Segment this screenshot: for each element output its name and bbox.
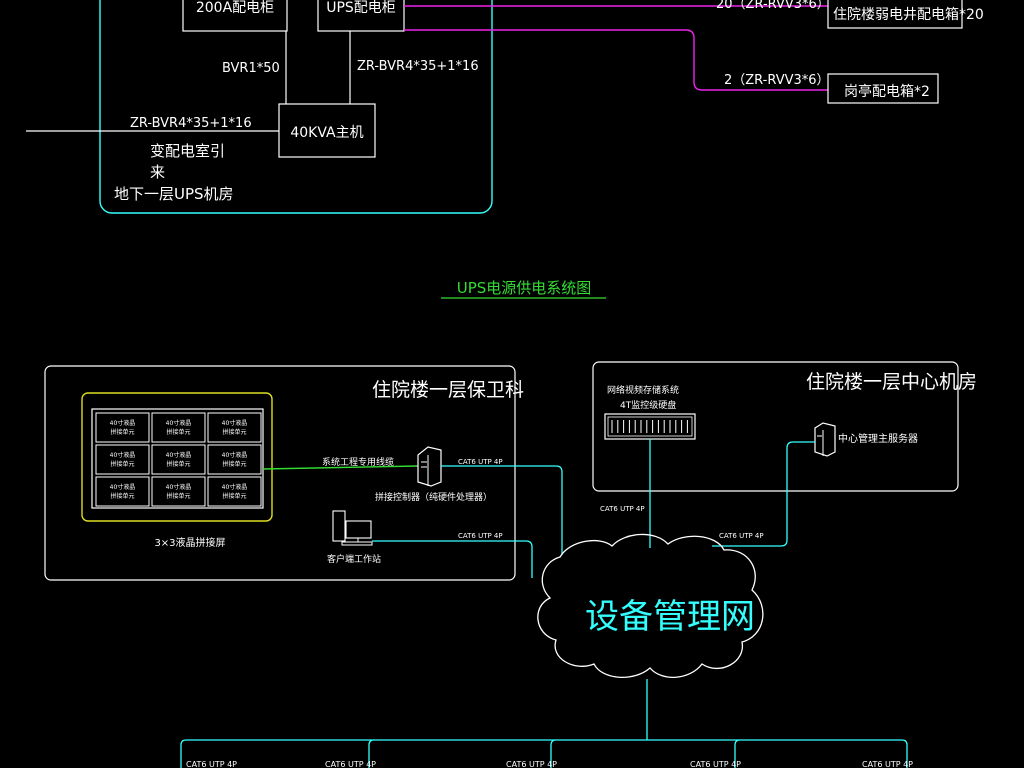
video-wall-cell <box>95 444 150 475</box>
bottom-cable-label: CAT6 UTP 4P <box>506 760 557 768</box>
video-wall-cell-label: 拼接单元 <box>222 492 246 500</box>
video-wall-cell-label: 40寸液晶 <box>222 451 248 459</box>
splice-controller-label: 拼接控制器（纯硬件处理器） <box>375 491 492 503</box>
ups-room-label: 地下一层UPS机房 <box>114 185 234 203</box>
box-guard-post <box>827 73 939 104</box>
video-wall-cell-label: 拼接单元 <box>110 492 134 500</box>
host-40kva-label: 40KVA主机 <box>290 125 363 141</box>
video-wall-cell <box>151 444 206 475</box>
network-cloud-shape <box>537 533 764 679</box>
video-wall-cell-label: 40寸液晶 <box>166 483 192 491</box>
cable-zr-right-label: ZR-BVR4*35+1*16 <box>357 59 479 74</box>
source-label-line1: 变配电室引 <box>150 142 225 160</box>
video-wall-cell <box>95 476 150 507</box>
bottom-cable-label: CAT6 UTP 4P <box>325 760 376 768</box>
video-wall-cell-label: 拼接单元 <box>110 428 134 436</box>
video-wall-grid: 40寸液晶拼接单元40寸液晶拼接单元40寸液晶拼接单元40寸液晶拼接单元40寸液… <box>95 412 262 507</box>
server-icon <box>814 422 836 457</box>
video-wall-cell-label: 拼接单元 <box>222 460 246 468</box>
workstation-label: 客户端工作站 <box>327 553 381 565</box>
video-wall-cell-label: 拼接单元 <box>166 460 190 468</box>
video-wall-cell-label: 拼接单元 <box>166 492 190 500</box>
cable-cat6-label-3: CAT6 UTP 4P <box>600 505 645 513</box>
panel-200a-label: 200A配电柜 <box>196 0 274 16</box>
panel-ups-box <box>317 0 405 32</box>
video-wall-cell-label: 40寸液晶 <box>222 419 248 427</box>
source-label-line2: 来 <box>150 163 165 181</box>
server-label: 中心管理主服务器 <box>838 432 918 445</box>
dedicated-line-label: 系统工程专用线缆 <box>322 456 394 468</box>
feeder-guard-post <box>404 29 828 91</box>
video-wall-cell-label: 40寸液晶 <box>166 419 192 427</box>
center-room-label: 住院楼一层中心机房 <box>806 371 977 393</box>
video-wall-cell-label: 40寸液晶 <box>110 483 136 491</box>
video-wall-cell-label: 40寸液晶 <box>222 483 248 491</box>
cable-zr-left-label: ZR-BVR4*35+1*16 <box>130 116 252 131</box>
video-wall-cell-label: 40寸液晶 <box>110 419 136 427</box>
splice-controller-icon <box>417 446 442 487</box>
video-wall-label: 3×3液晶拼接屏 <box>154 536 225 549</box>
security-room-frame <box>44 365 516 581</box>
bottom-cable-labels: CAT6 UTP 4P CAT6 UTP 4P CAT6 UTP 4P CAT6 UT… <box>186 760 913 768</box>
storage-label-line2: 4T监控级硬盘 <box>620 399 676 411</box>
video-wall-cell-label: 拼接单元 <box>110 460 134 468</box>
green-link-wall-controller <box>262 465 419 470</box>
ups-diagram-title: UPS电源供电系统图 <box>457 279 592 297</box>
video-wall-cell <box>151 476 206 507</box>
video-wall-frame <box>81 392 273 522</box>
bottom-cable-label: CAT6 UTP 4P <box>862 760 913 768</box>
bottom-cable-label: CAT6 UTP 4P <box>690 760 741 768</box>
cable-bvr-label: BVR1*50 <box>222 61 280 76</box>
ups-room-frame <box>99 0 493 214</box>
video-wall-cell <box>207 476 262 507</box>
security-room-label: 住院楼一层保卫科 <box>372 379 524 401</box>
panel-200a-box <box>182 0 288 32</box>
video-wall-cell <box>207 444 262 475</box>
cable-cat6-label-2: CAT6 UTP 4P <box>458 532 503 540</box>
cable-20-label: 20（ZR-RVV3*6） <box>716 0 830 12</box>
video-wall-cell-label: 40寸液晶 <box>110 451 136 459</box>
cyan-link-controller <box>441 465 563 555</box>
box-weak-current-label: 住院楼弱电井配电箱*20 <box>833 7 984 23</box>
video-wall-cell-label: 拼接单元 <box>222 428 246 436</box>
workstation-icon <box>332 510 373 546</box>
video-wall-screen <box>91 408 264 509</box>
network-cloud-label: 设备管理网 <box>585 597 755 637</box>
box-weak-current <box>827 0 963 29</box>
storage-array-icon <box>604 413 696 440</box>
video-wall-cell <box>207 412 262 443</box>
panel-ups-label: UPS配电柜 <box>326 0 396 16</box>
video-wall-cell <box>151 412 206 443</box>
video-wall-cell-label: 拼接单元 <box>166 428 190 436</box>
cyan-branches <box>180 739 908 768</box>
storage-label-line1: 网络视频存储系统 <box>607 384 679 396</box>
cable-2-label: 2（ZR-RVV3*6） <box>724 73 830 88</box>
video-wall-cell <box>95 412 150 443</box>
cable-cat6-label-4: CAT6 UTP 4P <box>719 532 764 540</box>
bottom-cable-label: CAT6 UTP 4P <box>186 760 237 768</box>
box-guard-post-label: 岗亭配电箱*2 <box>844 83 930 100</box>
cyan-link-server <box>712 441 815 547</box>
video-wall-cell-label: 40寸液晶 <box>166 451 192 459</box>
center-room-frame <box>592 361 959 492</box>
cyan-link-workstation <box>372 540 533 578</box>
cable-cat6-label-1: CAT6 UTP 4P <box>458 458 503 466</box>
